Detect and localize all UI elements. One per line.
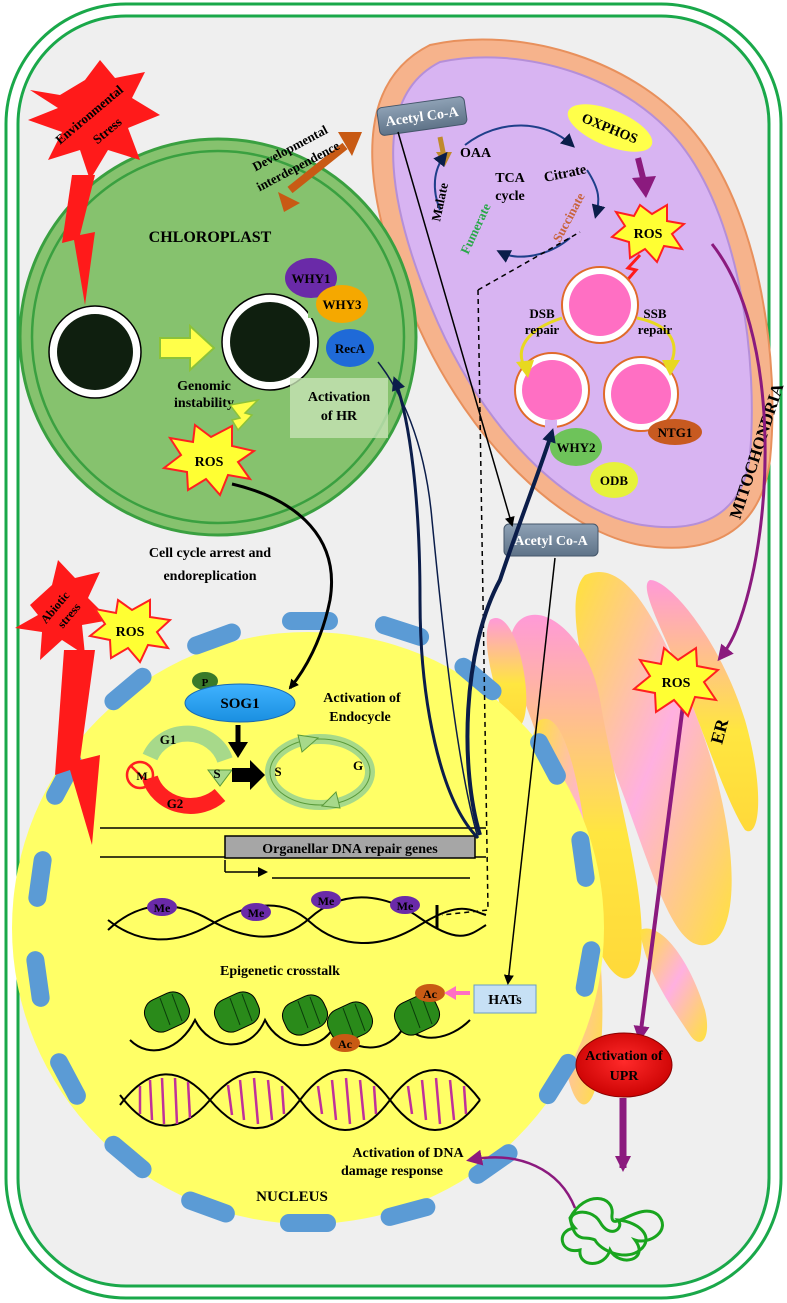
me-label-2: Me: [248, 906, 265, 920]
yellow-down-arrow: [228, 398, 261, 432]
er-ros-label: ROS: [662, 676, 691, 691]
dsb-label-1: DSB: [529, 306, 555, 321]
green-arrow: [159, 323, 216, 373]
dna-helix: [119, 1069, 481, 1131]
upr-label-1: Activation of: [585, 1049, 663, 1064]
environmental-stress-burst: Environmental Stress: [28, 60, 160, 305]
methylated-dna: Me Me Me Me: [107, 891, 487, 944]
why1-protein: WHY1: [285, 258, 337, 298]
misfolded-protein: [560, 1197, 664, 1265]
m-label: M: [136, 769, 147, 783]
mito-ros-burst: ROS: [609, 203, 687, 285]
activation-hr-1: Activation: [308, 390, 370, 405]
why3-protein: WHY3: [316, 285, 368, 323]
endocycle-s-label: S: [274, 764, 281, 779]
cell-cycle-arrest-1: Cell cycle arrest and: [149, 546, 271, 561]
mito-dna-top: [561, 266, 639, 344]
ntg1-protein: NTG1: [648, 419, 702, 445]
ssb-label-2: repair: [638, 322, 673, 337]
chloroplast-dna-broken: [221, 293, 326, 391]
s-label: S: [213, 766, 220, 781]
mito-dna-left: [514, 352, 590, 428]
mito-ros-label: ROS: [634, 227, 663, 242]
oaa-label: OAA: [460, 146, 492, 161]
me-label-3: Me: [318, 894, 335, 908]
endocycle: S G: [265, 734, 375, 810]
repair-arrows: DSB repair SSB repair: [516, 306, 680, 378]
developmental-arrow: [278, 132, 362, 212]
reca-protein: RecA: [326, 329, 374, 367]
me-label-1: Me: [154, 901, 171, 915]
reca-label: RecA: [335, 341, 366, 356]
ddr-label-2: damage response: [341, 1164, 443, 1179]
connector-arrows: [231, 131, 767, 1209]
dsb-label-2: repair: [525, 322, 560, 337]
why1-label: WHY1: [292, 271, 331, 286]
nucleus-label: NUCLEUS: [256, 1189, 328, 1205]
organellar-genes-label: Organellar DNA repair genes: [262, 842, 438, 857]
why2-protein: WHY2: [550, 428, 602, 466]
upr: Activation of UPR: [575, 1032, 673, 1098]
endocycle-label-1: Activation of: [323, 691, 401, 706]
cell-cycle-arrest-2: endoreplication: [163, 569, 256, 584]
ntg1-label: NTG1: [658, 425, 693, 440]
mito-dna-right: [603, 356, 679, 432]
sog1-label: SOG1: [220, 696, 259, 712]
acetyl-coa-mito-box: Acetyl Co-A: [376, 96, 468, 136]
genomic-instability-2: instability: [174, 396, 234, 411]
hats-box: HATs: [444, 984, 537, 1014]
epigenetic-label: Epigenetic crosstalk: [220, 964, 340, 979]
ac-label-2: Ac: [338, 1037, 353, 1051]
p-label: P: [202, 677, 209, 689]
chloroplast-dna-intact: [48, 305, 142, 399]
nuclear-ros-label: ROS: [116, 625, 145, 640]
g1-label: G1: [160, 732, 177, 747]
tca-label-1: TCA: [495, 171, 525, 186]
sog1: P SOG1: [184, 672, 296, 723]
ac-label-1: Ac: [423, 987, 438, 1001]
odb-label: ODB: [600, 473, 629, 488]
me-label-4: Me: [397, 899, 414, 913]
ddr-label-1: Activation of DNA: [352, 1146, 464, 1161]
ssb-label-1: SSB: [643, 306, 666, 321]
endocycle-label-2: Endocycle: [329, 710, 390, 725]
why2-label: WHY2: [557, 440, 596, 455]
chloro-ros-label: ROS: [195, 455, 224, 470]
hats-label: HATs: [488, 993, 522, 1008]
abiotic-stress-burst: Abiotic stress: [15, 560, 110, 845]
odb-protein: ODB: [590, 462, 638, 498]
sog1-down-arrow: [228, 725, 248, 758]
nuclear-ros-burst: ROS: [87, 598, 173, 664]
genomic-instability-1: Genomic: [177, 379, 231, 394]
why3-label: WHY3: [323, 297, 363, 312]
nucleosomes: Ac Ac: [129, 984, 471, 1052]
upr-label-2: UPR: [610, 1069, 640, 1084]
activation-hr-2: of HR: [321, 409, 358, 424]
cell-cycle: G1 S M G2: [125, 725, 233, 814]
tca-label-2: cycle: [495, 189, 525, 204]
chloro-ros-burst: ROS: [161, 423, 257, 497]
g2-label: G2: [167, 796, 184, 811]
acetyl-coa-cyto-box: Acetyl Co-A: [503, 523, 599, 557]
er-ros-burst: ROS: [631, 646, 721, 718]
cycle-right-arrow: [232, 760, 265, 790]
endocycle-g-label: G: [353, 758, 363, 773]
hr-box: Activation of HR: [290, 378, 388, 438]
chloroplast-label: CHLOROPLAST: [149, 229, 272, 246]
acetyl-coa-cyto-label: Acetyl Co-A: [514, 534, 588, 549]
nucleus: [12, 632, 604, 1224]
organellar-genes: Organellar DNA repair genes: [100, 827, 486, 879]
